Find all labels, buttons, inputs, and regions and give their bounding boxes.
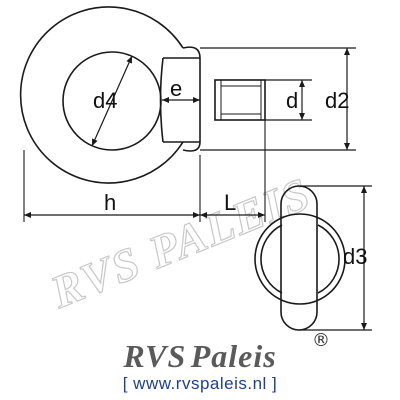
dimension-d [265, 79, 312, 121]
front-view [254, 185, 346, 331]
label-L: L [224, 190, 236, 215]
dimension-d3 [300, 185, 372, 331]
dimension-d2 [200, 47, 356, 151]
brand-logo: RVS Paleis [0, 338, 400, 374]
label-h: h [104, 190, 116, 215]
dimension-d4 [91, 55, 133, 147]
watermark-text: RVS PALEIS [43, 167, 318, 318]
brand-name-part1: RVS [123, 338, 187, 374]
label-d: d [286, 88, 298, 113]
registered-mark: ® [312, 330, 330, 351]
label-d3: d3 [343, 244, 367, 269]
extension-lines [23, 120, 266, 222]
threaded-shank [214, 79, 266, 121]
brand-name-part2: Paleis [190, 338, 277, 374]
label-d4: d4 [93, 88, 117, 113]
label-e: e [170, 76, 182, 101]
website-link[interactable]: [ www.rvspaleis.nl ] [122, 374, 278, 393]
label-d2: d2 [325, 88, 349, 113]
